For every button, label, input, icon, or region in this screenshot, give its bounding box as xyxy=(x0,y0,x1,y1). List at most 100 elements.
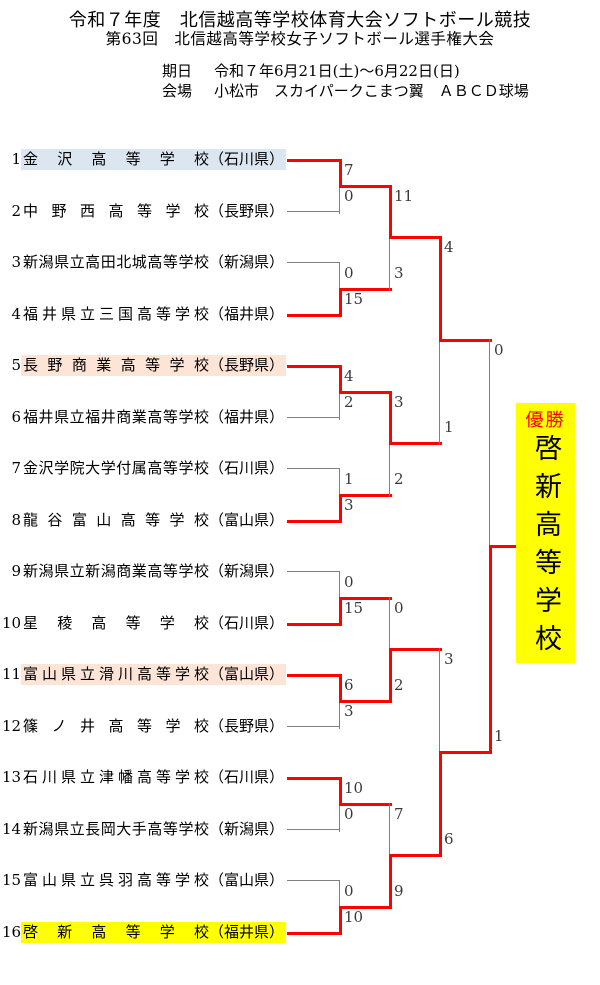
team-prefecture: （長野県） xyxy=(209,717,285,735)
match-score: 2 xyxy=(394,676,404,694)
team-prefecture: （石川県） xyxy=(209,768,285,786)
bracket-line xyxy=(339,674,342,703)
team-name: 龍谷富山高等学校 xyxy=(23,511,209,529)
team-prefecture: （長野県） xyxy=(209,356,285,374)
bracket-line xyxy=(287,211,340,212)
bracket-line xyxy=(489,545,517,548)
match-score: 10 xyxy=(344,908,364,926)
bracket-line xyxy=(389,648,442,651)
team-seed: 16 xyxy=(2,923,22,941)
team-name: 新潟県立高田北城高等学校 xyxy=(23,253,209,271)
team-label: 篠ノ井高等学校（長野県） xyxy=(21,716,286,737)
match-score: 4 xyxy=(444,238,454,256)
bracket-line xyxy=(339,906,342,935)
bracket-line xyxy=(339,468,340,497)
match-score: 1 xyxy=(444,418,454,436)
match-score: 3 xyxy=(344,702,354,720)
team-prefecture: （新潟県） xyxy=(209,562,285,580)
bracket-line xyxy=(339,159,342,188)
match-score: 3 xyxy=(444,650,454,668)
match-score: 3 xyxy=(394,393,404,411)
team-seed: 9 xyxy=(11,562,21,580)
team-label: 龍谷富山高等学校（富山県） xyxy=(21,510,286,531)
bracket-line xyxy=(439,339,440,445)
team-name: 星稜高等学校 xyxy=(23,614,209,632)
team-seed: 8 xyxy=(11,511,21,529)
team-label: 星稜高等学校（石川県） xyxy=(21,613,286,634)
team-label: 福井県立福井商業高等学校（福井県） xyxy=(21,407,286,428)
bracket-line xyxy=(339,597,342,626)
match-score: 7 xyxy=(344,161,354,179)
match-score: 7 xyxy=(394,805,404,823)
bracket-line xyxy=(389,442,390,497)
team-label: 福井県立三国高等学校（福井県） xyxy=(21,304,286,325)
team-name: 金沢高等学校 xyxy=(23,150,209,168)
match-score: 11 xyxy=(394,187,414,205)
bracket-line xyxy=(339,391,340,420)
team-seed: 2 xyxy=(11,202,21,220)
team-name: 長野商業高等学校 xyxy=(23,356,209,374)
match-score: 9 xyxy=(394,882,404,900)
team-seed: 14 xyxy=(2,820,22,838)
bracket-line xyxy=(287,365,340,368)
tournament-subtitle: 第63回 北信越高等学校女子ソフトボール選手権大会 xyxy=(105,30,495,48)
team-label: 新潟県立新潟商業高等学校（新潟県） xyxy=(21,561,286,582)
bracket-line xyxy=(439,751,492,754)
match-score: 0 xyxy=(344,805,354,823)
team-prefecture: （福井県） xyxy=(209,408,285,426)
bracket-line xyxy=(339,700,340,729)
match-score: 0 xyxy=(494,341,504,359)
bracket-line xyxy=(489,545,492,754)
bracket-line xyxy=(287,571,340,572)
bracket-line xyxy=(287,468,340,469)
champion-label: 優勝 xyxy=(525,410,566,431)
team-seed: 12 xyxy=(2,717,22,735)
team-label: 長野商業高等学校（長野県） xyxy=(21,355,287,376)
bracket-line xyxy=(439,339,492,342)
team-prefecture: （石川県） xyxy=(209,614,285,632)
bracket-line xyxy=(339,288,392,291)
bracket-line xyxy=(287,880,340,881)
bracket-line xyxy=(439,236,442,342)
team-seed: 4 xyxy=(11,305,21,323)
bracket-line xyxy=(339,262,340,291)
date-row: 期日令和７年6月21日(土)～6月22日(日) xyxy=(162,60,460,81)
team-seed: 11 xyxy=(2,665,22,683)
bracket-line xyxy=(287,932,340,935)
bracket-line xyxy=(287,417,340,418)
bracket-line xyxy=(287,777,340,780)
bracket-line xyxy=(389,236,442,239)
match-score: 3 xyxy=(394,264,404,282)
team-name: 金沢学院大学付属高等学校 xyxy=(23,459,209,477)
team-label: 石川県立津幡高等学校（石川県） xyxy=(21,767,286,788)
venue-label: 会場 xyxy=(162,82,193,100)
match-score: 2 xyxy=(344,393,354,411)
bracket-line xyxy=(339,494,392,497)
team-label: 新潟県立長岡大手高等学校（新潟県） xyxy=(21,819,286,840)
bracket-line xyxy=(287,159,340,162)
match-score: 0 xyxy=(344,264,354,282)
bracket-line xyxy=(339,185,392,188)
bracket-line xyxy=(287,674,340,677)
bracket-line xyxy=(339,880,340,909)
bracket-line xyxy=(339,700,392,703)
bracket-line xyxy=(287,262,340,263)
bracket-line xyxy=(389,648,392,703)
match-score: 15 xyxy=(344,290,364,308)
team-prefecture: （石川県） xyxy=(209,150,285,168)
match-score: 1 xyxy=(344,470,354,488)
bracket-line xyxy=(339,597,392,600)
team-name: 富山県立滑川高等学校 xyxy=(23,665,209,683)
bracket-line xyxy=(339,906,392,909)
match-score: 4 xyxy=(344,367,354,385)
bracket-line xyxy=(439,648,440,754)
bracket-line xyxy=(339,288,342,317)
match-score: 3 xyxy=(344,496,354,514)
tournament-title: 令和７年度 北信越高等学校体育大会ソフトボール競技 xyxy=(68,10,532,31)
